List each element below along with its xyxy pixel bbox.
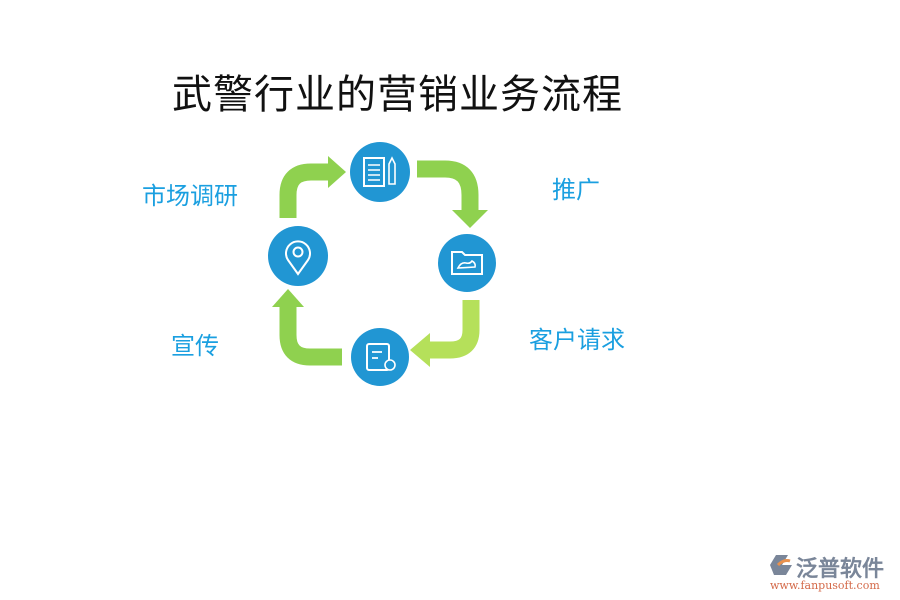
step-label-customer-request: 客户请求 [529, 326, 625, 354]
page-title: 武警行业的营销业务流程 [172, 72, 623, 118]
logo-name: 泛普软件 [796, 557, 885, 582]
location-pin-icon [268, 226, 328, 286]
arrow-top-to-right [417, 160, 479, 212]
arrowhead-top [328, 156, 346, 188]
arrow-right-to-bottom [428, 300, 480, 359]
logo-mark-icon [770, 555, 792, 575]
arrowhead-right [452, 210, 488, 228]
step-label-market-research: 市场调研 [142, 182, 238, 210]
arrowhead-left [272, 289, 304, 307]
folder-hand-icon [438, 234, 496, 292]
step-label-promotion: 推广 [552, 176, 600, 204]
logo-url: www.fanpusoft.com [770, 579, 880, 592]
step-label-publicity: 宣传 [171, 332, 219, 360]
arrow-left-to-top [279, 163, 330, 218]
arrowhead-bottom [410, 333, 430, 367]
document-refresh-icon [351, 328, 409, 386]
arrow-bottom-to-left [279, 305, 342, 366]
document-pencil-icon [350, 142, 410, 202]
